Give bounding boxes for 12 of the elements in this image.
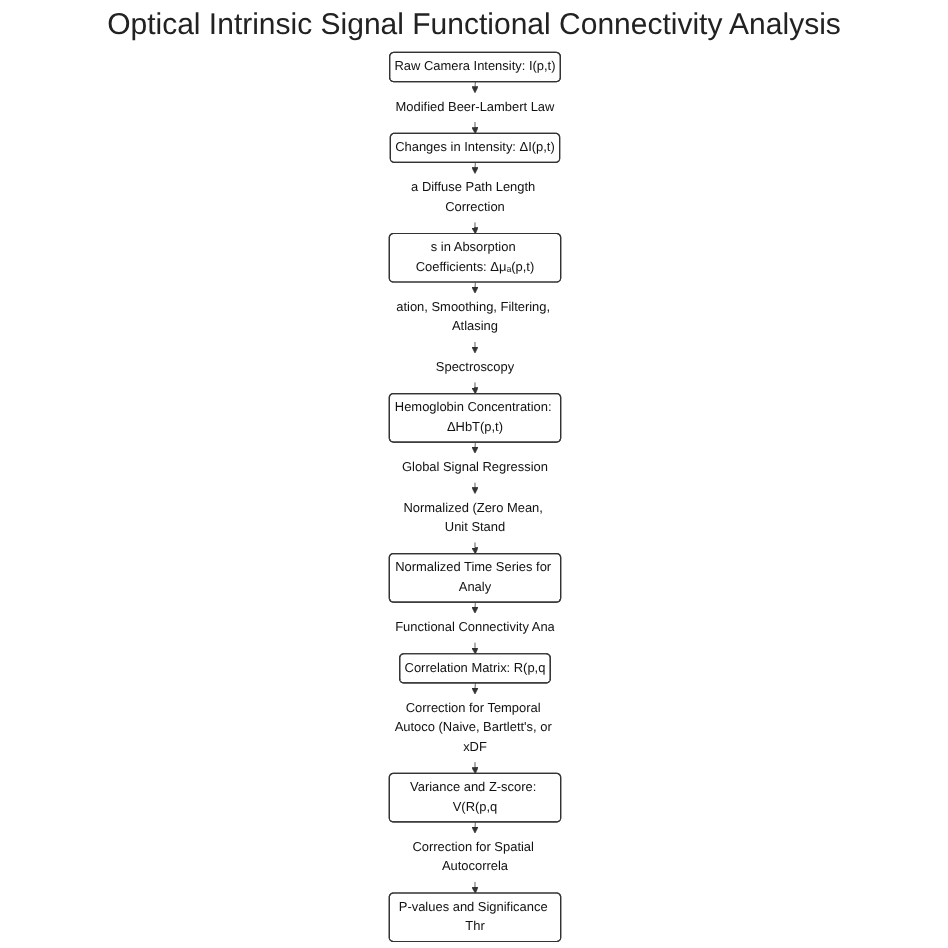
arrow <box>470 642 478 655</box>
arrow <box>470 482 478 495</box>
arrow <box>470 821 478 834</box>
arrow <box>470 341 478 354</box>
arrow <box>470 282 478 294</box>
arrow <box>470 442 478 454</box>
arrow <box>470 162 478 174</box>
arrow <box>470 602 478 614</box>
arrow <box>470 682 478 695</box>
diagram-title: Optical Intrinsic Signal Functional Connectivity Analysis <box>107 8 841 42</box>
arrow <box>470 881 478 894</box>
arrow <box>470 81 478 94</box>
